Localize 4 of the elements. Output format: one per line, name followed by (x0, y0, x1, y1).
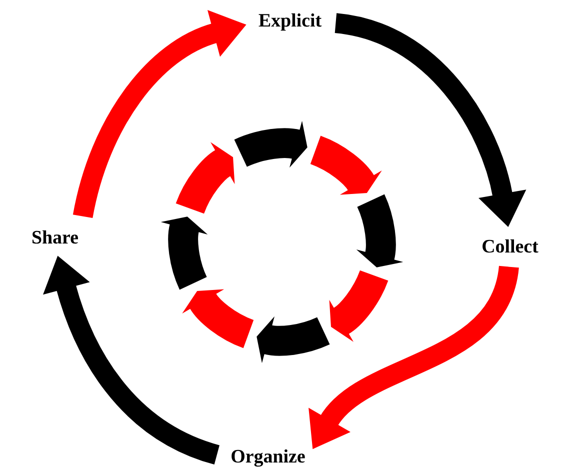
label-text: Organize (232, 449, 305, 467)
label-text: Explicit (258, 13, 322, 31)
label-text: Collect (482, 239, 538, 253)
label-text: Share (32, 230, 78, 244)
